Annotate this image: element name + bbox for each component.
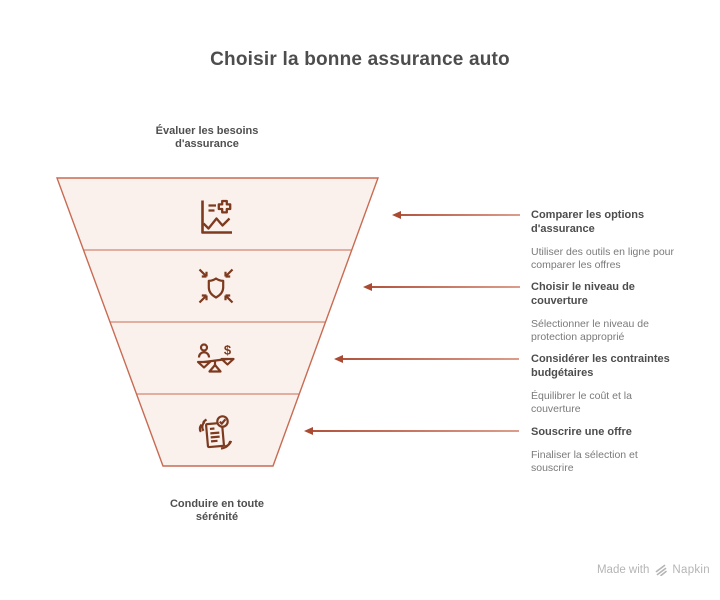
napkin-watermark[interactable]: Made with Napkin <box>597 563 710 576</box>
shield-converge-icon <box>198 268 234 304</box>
connector-arrow-1 <box>392 211 520 219</box>
step-block-3: Considérer les contraintes budgétaires É… <box>531 352 706 416</box>
step-title: Choisir le niveau de couverture <box>531 281 635 307</box>
step-description: Utiliser des outils en ligne pour compar… <box>531 246 674 271</box>
funnel-top-label: Évaluer les besoins d'assurance <box>155 125 259 150</box>
watermark-prefix: Made with <box>596 563 650 576</box>
balance-cost-icon: $ <box>196 343 235 373</box>
page-title: Choisir la bonne assurance auto <box>210 49 510 70</box>
napkin-logo-icon <box>656 564 668 576</box>
step-description: Finaliser la sélection et souscrire <box>531 449 638 474</box>
watermark-brand: Napkin <box>672 563 710 576</box>
connector-arrow-4 <box>304 427 519 435</box>
step-block-4: Souscrire une offre Finaliser la sélecti… <box>531 425 706 475</box>
chart-plus-icon <box>201 199 232 234</box>
connector-arrow-2 <box>363 283 520 291</box>
step-block-2: Choisir le niveau de couverture Sélectio… <box>531 280 706 344</box>
contract-sign-icon <box>198 415 233 450</box>
svg-text:$: $ <box>224 343 232 358</box>
step-title: Considérer les contraintes budgétaires <box>531 353 670 379</box>
funnel-bottom-label: Conduire en toute sérénité <box>169 498 265 523</box>
step-description: Équilibrer le coût et la couverture <box>531 390 632 415</box>
step-block-1: Comparer les options d'assurance Utilise… <box>531 208 706 272</box>
step-title: Souscrire une offre <box>531 426 632 438</box>
step-description: Sélectionner le niveau de protection app… <box>531 318 649 343</box>
step-title: Comparer les options d'assurance <box>531 209 645 235</box>
connector-arrow-3 <box>334 355 519 363</box>
